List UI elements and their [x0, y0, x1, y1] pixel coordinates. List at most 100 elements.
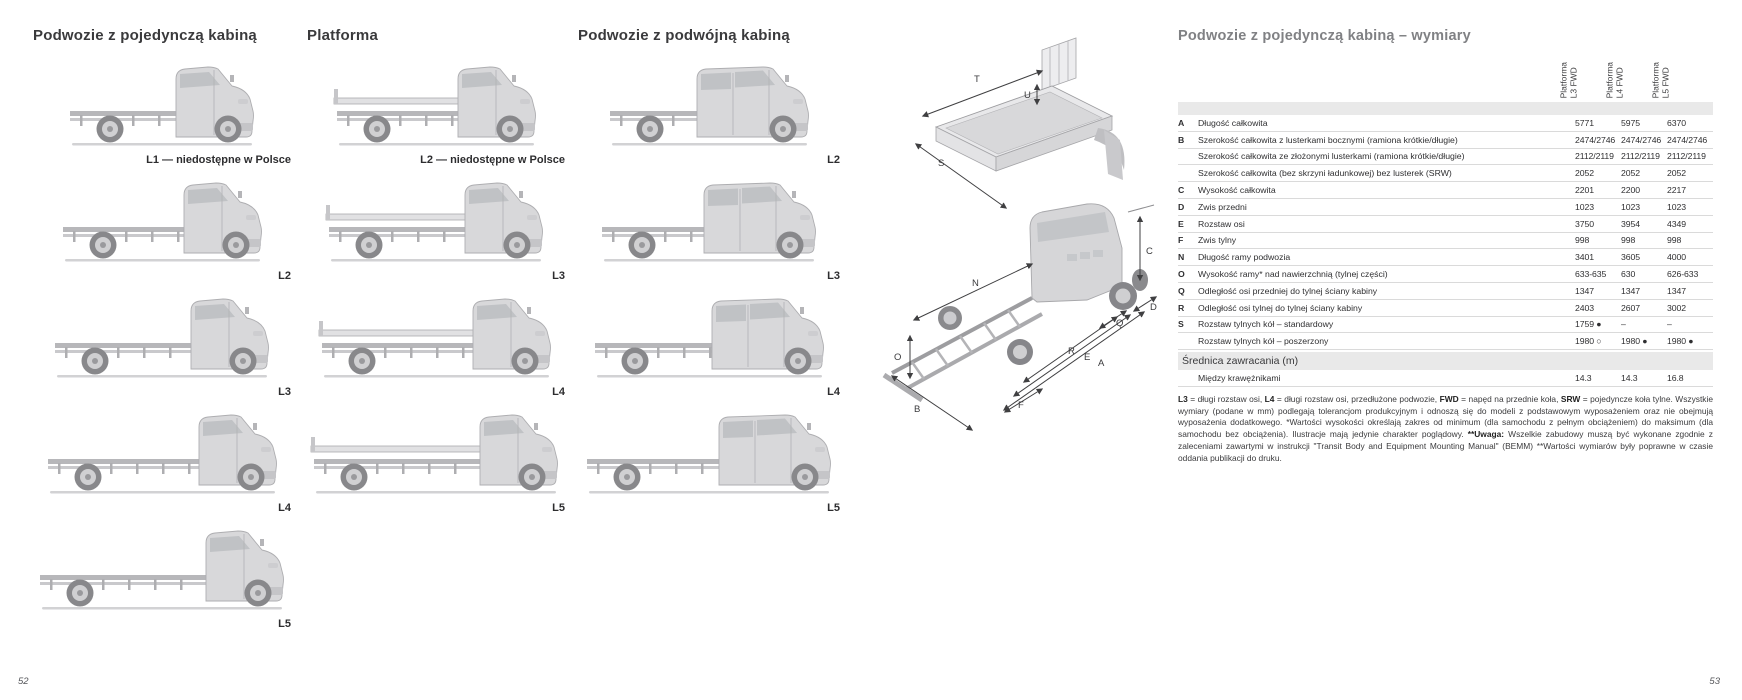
figure-label: L4	[278, 502, 291, 514]
dim-letter-O: O	[894, 352, 901, 363]
section-title-platform: Platforma	[307, 27, 378, 44]
row-letter: E	[1178, 218, 1184, 229]
vehicle-figure: L5	[33, 515, 291, 631]
row-value: 2403	[1575, 302, 1594, 313]
row-value: 4349	[1667, 218, 1686, 229]
table-footnote: L3 = długi rozstaw osi, L4 = długi rozst…	[1178, 393, 1713, 463]
row-letter: S	[1178, 319, 1184, 330]
row-value: 6370	[1667, 117, 1686, 128]
table-header-band	[1178, 102, 1713, 115]
row-label: Między krawężnikami	[1198, 373, 1281, 384]
row-letter: B	[1178, 134, 1185, 145]
figure-label: L5	[827, 502, 840, 514]
row-letter: O	[1178, 269, 1185, 280]
row-value: –	[1621, 319, 1626, 330]
row-letter: C	[1178, 185, 1185, 196]
row-label: Zwis tylny	[1198, 235, 1237, 246]
row-value: 3750	[1575, 218, 1594, 229]
chassis-dimension-diagram: C N O B F R E A D Q	[882, 203, 1158, 431]
row-value: 2474/2746	[1621, 134, 1662, 145]
row-value: 4000	[1667, 252, 1686, 263]
row-value: 998	[1575, 235, 1590, 246]
row-label: Rozstaw tylnych kół – standardowy	[1198, 319, 1334, 330]
table-section-header: Średnica zawracania (m)	[1178, 352, 1713, 371]
vehicle-figure: L2 — niedostępne w Polsce	[307, 51, 565, 167]
row-value: 998	[1621, 235, 1636, 246]
column-single-cab: Podwozie z pojedynczą kabiną L1 — niedos…	[33, 27, 291, 631]
row-value: 1023	[1575, 201, 1594, 212]
figure-label: L2 — niedostępne w Polsce	[420, 154, 565, 166]
vehicle-figure: L5	[578, 399, 840, 515]
figure-label: L3	[552, 270, 565, 282]
row-label: Rozstaw tylnych kół – poszerzony	[1198, 336, 1329, 347]
vehicle-figure: L5	[307, 399, 565, 515]
table-row: Szerokość całkowita (bez skrzyni ładunko…	[1178, 165, 1713, 183]
row-value: 5771	[1575, 117, 1594, 128]
vehicle-figure: L4	[578, 283, 840, 399]
row-value: 630	[1621, 269, 1636, 280]
row-value: 2112/2119	[1667, 151, 1706, 162]
row-value: 2052	[1621, 168, 1640, 179]
row-label: Zwis przedni	[1198, 201, 1247, 212]
table-row: Między krawężnikami 14.3 14.3 16.8	[1178, 370, 1713, 387]
figure-label: L4	[827, 386, 840, 398]
row-value: 1347	[1575, 285, 1594, 296]
dimensions-table-panel: Podwozie z pojedynczą kabiną – wymiary P…	[1178, 28, 1713, 465]
vehicle-figure: L3	[33, 283, 291, 399]
row-value: 2474/2746	[1575, 134, 1616, 145]
row-value: 3954	[1621, 218, 1640, 229]
dim-letter-S: S	[938, 158, 944, 169]
row-label: Szerokość całkowita (bez skrzyni ładunko…	[1198, 168, 1452, 179]
row-value: 633-635	[1575, 269, 1607, 280]
row-label: Wysokość ramy* nad nawierzchnią (tylnej …	[1198, 269, 1388, 280]
dim-letter-U: U	[1024, 90, 1031, 101]
row-letter: R	[1178, 302, 1185, 313]
dim-letter-C: C	[1146, 246, 1153, 257]
row-label: Odległość osi tylnej do tylnej ściany ka…	[1198, 302, 1363, 313]
figure-label: L1 — niedostępne w Polsce	[146, 154, 291, 166]
table-row: R Odległość osi tylnej do tylnej ściany k…	[1178, 300, 1713, 317]
dim-letter-A: A	[1098, 358, 1105, 369]
row-value: –	[1667, 319, 1672, 330]
row-label: Długość ramy podwozia	[1198, 252, 1291, 263]
table-title: Podwozie z pojedynczą kabiną – wymiary	[1178, 28, 1471, 44]
row-value: 1980 ●	[1667, 336, 1694, 347]
dim-letter-B: B	[914, 404, 920, 415]
row-value: 2052	[1575, 168, 1594, 179]
row-value: 1759 ●	[1575, 319, 1602, 330]
dim-letter-N: N	[972, 278, 979, 289]
row-value: 2052	[1667, 168, 1686, 179]
row-label: Odległość osi przedniej do tylnej ściany…	[1198, 285, 1378, 296]
row-value: 14.3	[1575, 373, 1592, 384]
row-value: 14.3	[1621, 373, 1638, 384]
row-value: 2607	[1621, 302, 1640, 313]
vehicle-figure: L2	[578, 51, 840, 167]
row-value: 2217	[1667, 185, 1686, 196]
row-value: 16.8	[1667, 373, 1684, 384]
page-number-left: 52	[18, 676, 29, 687]
table-row: S Rozstaw tylnych kół – standardowy 1759 ●…	[1178, 317, 1713, 334]
row-label: Rozstaw osi	[1198, 218, 1245, 229]
row-value: 5975	[1621, 117, 1640, 128]
dim-letter-T: T	[974, 74, 980, 85]
row-value: 1023	[1667, 201, 1686, 212]
row-value: 2112/2119	[1621, 151, 1660, 162]
row-letter: F	[1178, 235, 1184, 246]
table-row: E Rozstaw osi 3750 3954 4349	[1178, 216, 1713, 233]
row-letter: N	[1178, 252, 1185, 263]
